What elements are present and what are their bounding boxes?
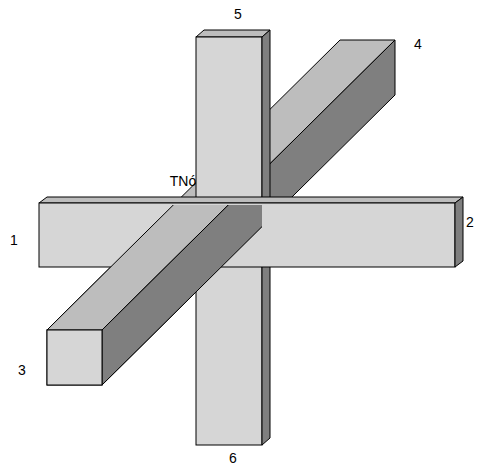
diagonal-beam-front xyxy=(47,40,395,385)
node-label: TNó xyxy=(170,174,196,188)
callout-number: 6 xyxy=(229,451,237,465)
callout-number: 3 xyxy=(18,363,26,377)
callout-number: 4 xyxy=(414,37,422,51)
callout-number: 5 xyxy=(234,7,242,21)
callout-number: 1 xyxy=(10,233,18,247)
callout-number: 2 xyxy=(466,215,474,229)
